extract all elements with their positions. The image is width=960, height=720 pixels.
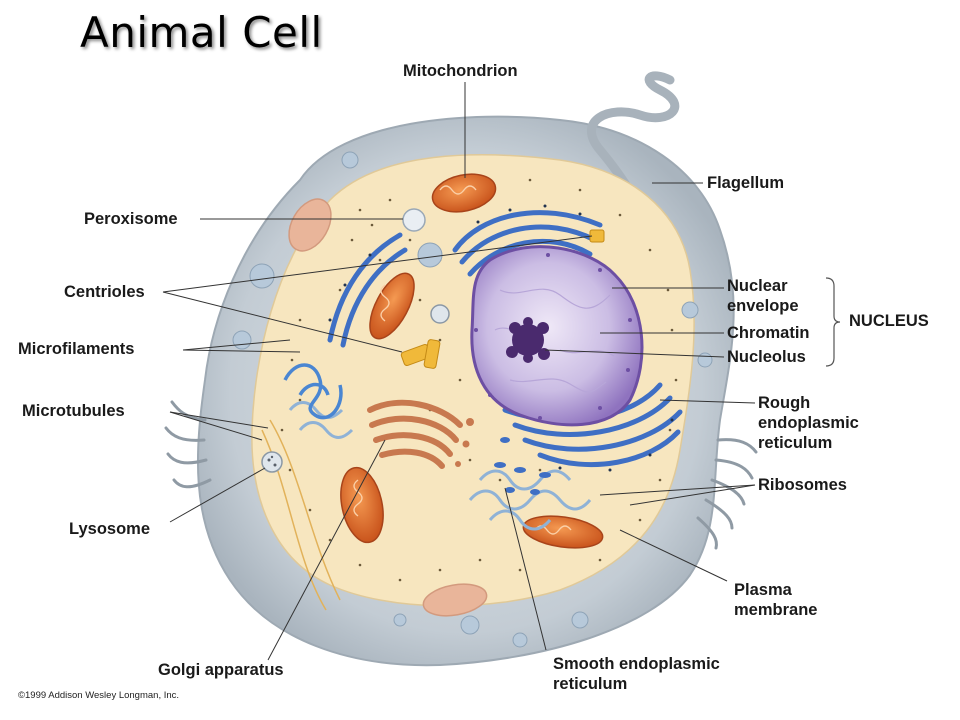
label-nuclear-envelope-line1: Nuclear	[727, 277, 788, 295]
label-smooth-er: Smooth endoplasmic reticulum	[553, 654, 720, 694]
smooth-er-shape	[288, 401, 592, 531]
leader-lines	[162, 82, 756, 661]
label-plasma-membrane-line1: Plasma	[734, 581, 792, 599]
label-rough-er-line2: endoplasmic	[758, 414, 859, 432]
label-plasma-membrane-line2: membrane	[734, 601, 818, 619]
label-ribosomes: Ribosomes	[758, 476, 847, 494]
label-centrioles: Centrioles	[64, 283, 145, 301]
golgi-shape	[367, 399, 463, 469]
label-nuclear-envelope-line2: envelope	[727, 297, 799, 315]
label-lysosome: Lysosome	[69, 520, 151, 538]
label-rough-er-line3: reticulum	[758, 434, 833, 452]
nucleolus-shape	[506, 317, 550, 363]
lysosome-shape	[261, 451, 283, 473]
label-golgi-apparatus: Golgi apparatus	[158, 661, 284, 679]
label-smooth-er-line2: reticulum	[553, 675, 628, 693]
nucleus-shape	[470, 245, 644, 427]
mitochondria	[288, 173, 604, 617]
microtubules-shape	[283, 363, 343, 420]
label-smooth-er-line1: Smooth endoplasmic	[553, 655, 720, 673]
label-mitochondrion: Mitochondrion	[403, 62, 518, 80]
lysosome-shape-2	[430, 304, 450, 324]
golgi-vesicles	[455, 418, 474, 467]
centrioles-shape	[400, 229, 605, 369]
label-rough-er: Rough endoplasmic reticulum	[758, 393, 859, 453]
flagellum-shape	[587, 71, 680, 240]
label-microtubules: Microtubules	[22, 402, 125, 420]
label-nuclear-envelope: Nuclear envelope	[727, 276, 799, 316]
label-nucleus: NUCLEUS	[849, 312, 929, 330]
label-chromatin: Chromatin	[727, 324, 810, 342]
peroxisome-shape	[402, 208, 426, 232]
microvilli-right	[696, 438, 758, 550]
copyright-notice: ©1999 Addison Wesley Longman, Inc.	[18, 690, 180, 701]
smooth-er-blue-vesicles	[494, 437, 551, 495]
label-microfilaments: Microfilaments	[18, 340, 135, 358]
microvilli-left	[164, 400, 212, 489]
rough-er-ribosome-dots	[328, 204, 674, 472]
label-plasma-membrane: Plasma membrane	[734, 580, 817, 620]
nuclear-pores	[474, 253, 632, 420]
nucleus-bracket	[825, 277, 841, 367]
page-title: Animal Cell	[80, 8, 323, 57]
label-rough-er-line1: Rough	[758, 394, 811, 412]
label-flagellum: Flagellum	[707, 174, 785, 192]
label-peroxisome: Peroxisome	[84, 210, 178, 228]
label-nucleolus: Nucleolus	[727, 348, 806, 366]
